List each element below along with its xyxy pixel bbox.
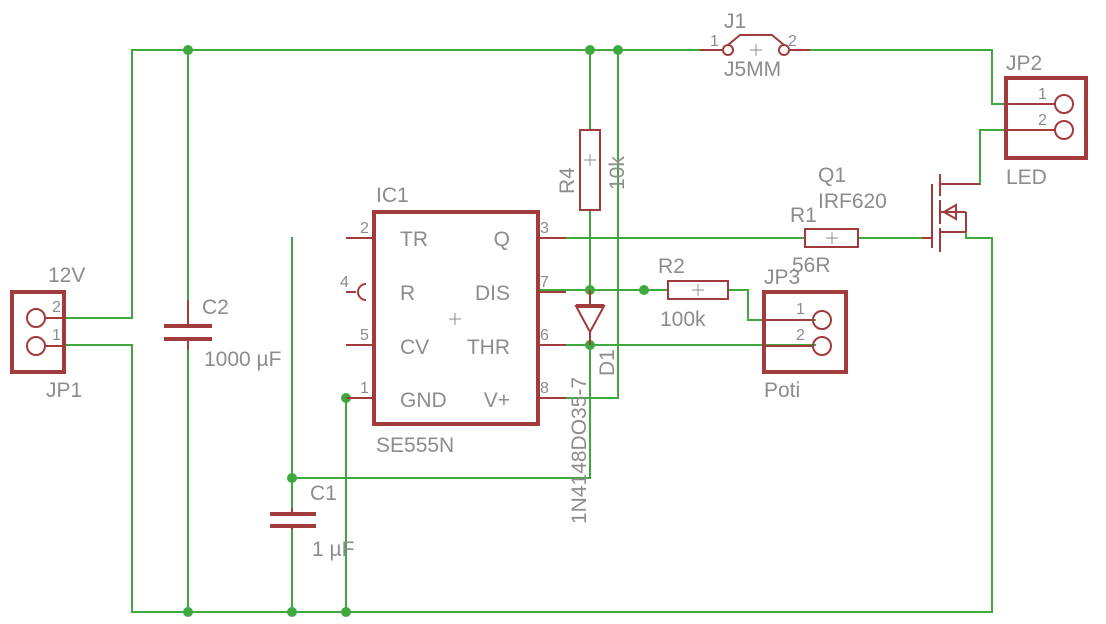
c1-name: C1 <box>310 482 337 505</box>
r2-resistor[interactable]: R2 100k <box>658 255 729 331</box>
j1-value: J5MM <box>724 58 781 81</box>
jp2-connector[interactable]: JP2 LED 1 2 <box>1004 52 1088 189</box>
ic1-pin-label-vplus: V+ <box>484 389 510 412</box>
d1-name: D1 <box>596 349 619 376</box>
jp2-value: LED <box>1006 166 1047 189</box>
ic1-pin-number-1: 1 <box>360 380 369 397</box>
d1-diode[interactable]: 1N4148DO35-7 D1 <box>568 290 619 524</box>
ic1-pin-label-thr: THR <box>467 336 510 359</box>
j1-pin2-number: 2 <box>788 33 797 50</box>
ic1-pin-label-dis: DIS <box>475 282 510 305</box>
ic1-pin-number-8: 8 <box>540 380 549 397</box>
d1-value: 1N4148DO35-7 <box>568 377 591 524</box>
jp3-pin2-number: 2 <box>796 327 805 344</box>
jp3-pin1-number: 1 <box>796 301 805 318</box>
jp2-pin2-number: 2 <box>1038 112 1047 129</box>
junction-dot <box>585 45 595 55</box>
r1-name: R1 <box>790 204 817 227</box>
j1-jumper[interactable]: J1 J5MM 1 2 <box>700 10 810 81</box>
junctions <box>183 45 649 617</box>
r4-resistor[interactable]: R4 10k <box>556 129 629 211</box>
jp3-value: Poti <box>764 379 800 402</box>
jp1-value: 12V <box>48 264 85 287</box>
ic1-pin-label-gnd: GND <box>400 389 447 412</box>
jp3-connector[interactable]: JP3 Poti 1 2 <box>762 266 848 402</box>
junction-dot <box>183 607 193 617</box>
ic1-555-timer[interactable]: IC1 SE555N TR R CV GND Q DIS THR V+ 2 4 … <box>340 184 566 457</box>
jp1-connector[interactable]: 12V JP1 2 1 <box>10 264 85 402</box>
j1-pin1-number: 1 <box>710 33 719 50</box>
jp1-name: JP1 <box>46 379 82 402</box>
ic1-pin-number-5: 5 <box>360 327 369 344</box>
ic1-pin-number-4: 4 <box>340 274 349 291</box>
jp1-pin2-pad <box>26 308 46 328</box>
q1-value: IRF620 <box>818 190 887 213</box>
jp1-pin1-pad <box>26 336 46 356</box>
c2-capacitor[interactable]: C2 1000 µF <box>164 296 281 371</box>
c2-value: 1000 µF <box>204 348 281 371</box>
ic1-pin-label-r: R <box>400 282 415 305</box>
c1-value: 1 µF <box>312 538 354 561</box>
ic1-value: SE555N <box>376 434 454 457</box>
wires <box>63 49 1021 613</box>
junction-dot <box>287 473 297 483</box>
ic1-pin-number-2: 2 <box>360 220 369 237</box>
r1-value: 56R <box>792 254 831 277</box>
c2-name: C2 <box>202 296 229 319</box>
ic1-pin-label-tr: TR <box>400 228 428 251</box>
ic1-pin-number-7: 7 <box>540 274 549 291</box>
junction-dot <box>341 607 351 617</box>
ic1-pin-number-3: 3 <box>540 220 549 237</box>
jp3-name: JP3 <box>764 266 800 289</box>
ic1-pin-number-6: 6 <box>540 327 549 344</box>
r4-name: R4 <box>556 167 579 194</box>
q1-name: Q1 <box>818 164 846 187</box>
q1-mosfet[interactable]: Q1 IRF620 <box>818 164 980 252</box>
r2-value: 100k <box>660 308 706 331</box>
jp2-pin1-pad <box>1054 94 1074 114</box>
junction-dot <box>287 607 297 617</box>
junction-dot <box>639 285 649 295</box>
junction-dot <box>183 45 193 55</box>
junction-dot <box>613 45 623 55</box>
j1-name: J1 <box>724 10 746 33</box>
jp1-pin2-number: 2 <box>52 299 61 316</box>
jp2-name: JP2 <box>1006 52 1042 75</box>
r2-name: R2 <box>658 255 685 278</box>
jp2-pin2-pad <box>1054 120 1074 140</box>
jp1-pin1-number: 1 <box>52 327 61 344</box>
c1-capacitor[interactable]: C1 1 µF <box>270 482 354 561</box>
ic1-name: IC1 <box>376 184 409 207</box>
r4-value: 10k <box>606 156 629 190</box>
jp2-pin1-number: 1 <box>1038 86 1047 103</box>
r1-resistor[interactable]: R1 56R <box>790 204 859 277</box>
ic1-pin-label-q: Q <box>494 228 510 251</box>
ic1-pin-label-cv: CV <box>400 336 429 359</box>
